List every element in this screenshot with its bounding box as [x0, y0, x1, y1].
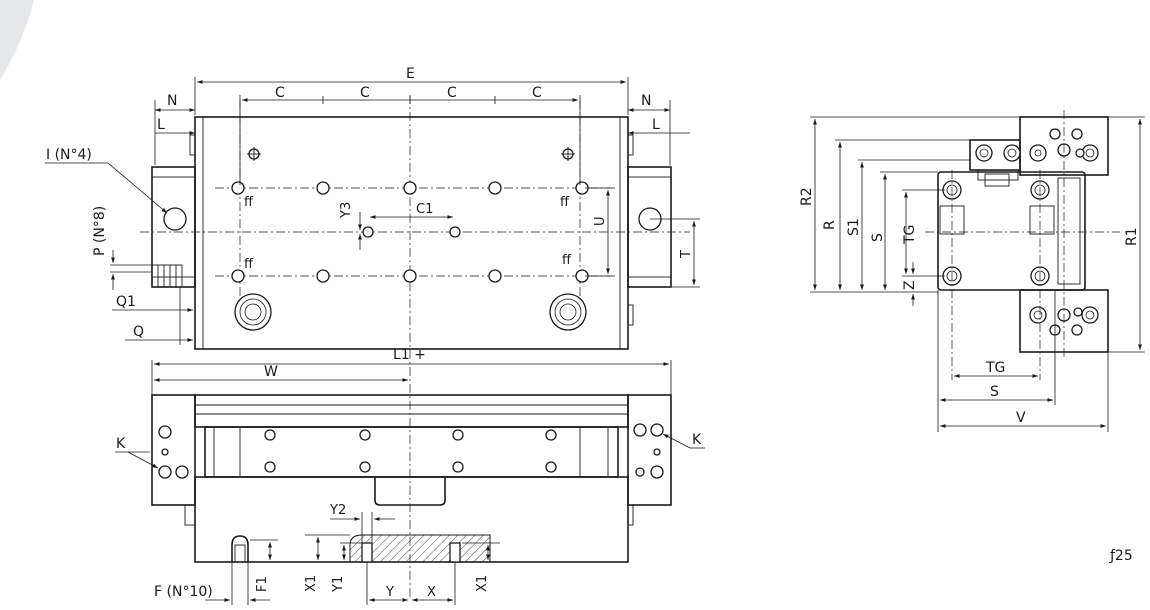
- label-F: F (N°10): [154, 584, 213, 600]
- label-X: X: [427, 585, 436, 600]
- label-R2: R2: [799, 187, 815, 206]
- corner-shade: [0, 0, 34, 80]
- label-Q: Q: [133, 324, 144, 340]
- front-end-right: [627, 394, 672, 506]
- front-end-left: [151, 394, 196, 506]
- port-left: [163, 207, 187, 231]
- front-view: L1 + W K K: [115, 347, 705, 605]
- label-TG-vert: TG: [902, 225, 918, 245]
- label-ff-3: ff: [244, 257, 254, 272]
- label-C-2: C: [360, 85, 370, 101]
- drawing-code: ƒ25: [1109, 548, 1133, 564]
- label-K-right: K: [692, 432, 702, 448]
- label-W: W: [264, 364, 278, 380]
- label-X1-left: X1: [304, 575, 319, 592]
- top-view: E C C C C N L N L I (N°4) P (N°8): [45, 66, 700, 600]
- label-I: I (N°4): [46, 147, 92, 163]
- label-F1: F1: [255, 576, 270, 592]
- label-S-horz: S: [990, 384, 999, 400]
- label-R: R: [822, 220, 838, 230]
- label-L-right: L: [652, 117, 660, 133]
- label-L1: L1 +: [393, 347, 426, 363]
- side-view: R2 R S1 S TG Z R1 TG S V: [799, 110, 1145, 432]
- label-K-left: K: [116, 436, 126, 452]
- label-N-right: N: [641, 93, 651, 109]
- label-T: T: [679, 250, 694, 259]
- label-C-4: C: [532, 85, 542, 101]
- label-N-left: N: [167, 93, 177, 109]
- front-slide: [194, 394, 629, 428]
- label-ff-2: ff: [560, 195, 570, 210]
- label-S1: S1: [846, 218, 862, 236]
- label-V: V: [1016, 410, 1026, 426]
- label-S-vert: S: [870, 233, 886, 242]
- label-R1: R1: [1124, 227, 1140, 246]
- label-Y2: Y2: [329, 503, 346, 518]
- side-body: [937, 171, 1086, 291]
- label-X1-right: X1: [475, 575, 490, 592]
- label-P: P (N°8): [92, 206, 108, 256]
- label-ff-4: ff: [562, 253, 572, 268]
- label-U: U: [593, 216, 608, 226]
- label-Y: Y: [385, 585, 394, 600]
- label-C-3: C: [447, 85, 457, 101]
- label-ff-1: ff: [244, 195, 254, 210]
- label-L-left: L: [157, 117, 165, 133]
- label-Q1: Q1: [116, 294, 136, 310]
- label-TG-horz: TG: [985, 360, 1005, 376]
- label-C-1: C: [275, 85, 285, 101]
- label-C1: C1: [416, 202, 433, 217]
- label-Z: Z: [902, 280, 918, 290]
- label-E: E: [406, 66, 415, 82]
- label-Y3: Y3: [339, 202, 354, 219]
- label-Y1: Y1: [331, 576, 346, 593]
